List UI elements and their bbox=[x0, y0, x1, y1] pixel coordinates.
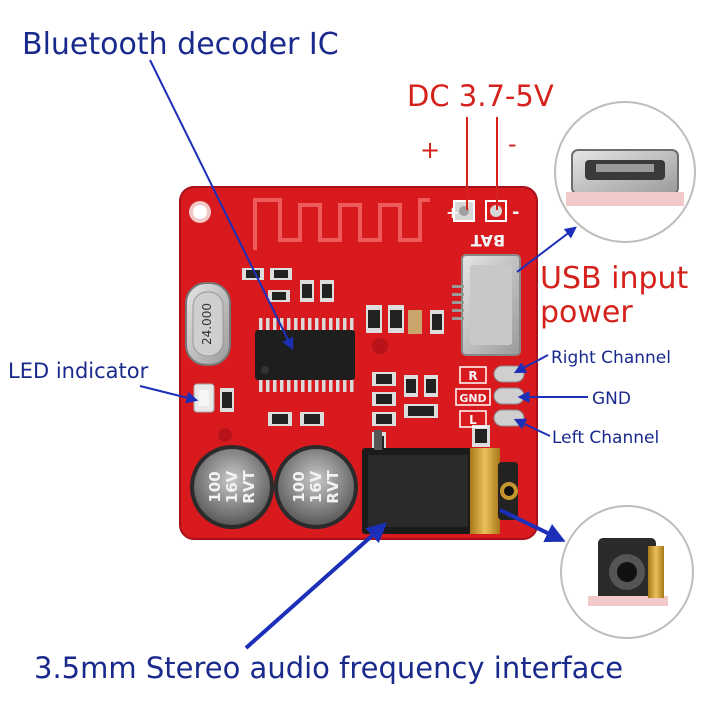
usb-pin bbox=[452, 285, 464, 288]
arrow-jack bbox=[244, 522, 387, 650]
pin-gnd-silk: GND bbox=[459, 392, 486, 405]
ic-pin bbox=[266, 378, 270, 392]
ic-pin bbox=[280, 378, 284, 392]
cap2-line3: RVT bbox=[324, 470, 342, 504]
usb-pin bbox=[452, 317, 464, 320]
label-jack: 3.5mm Stereo audio frequency interface bbox=[34, 651, 623, 685]
ic-pin bbox=[273, 318, 277, 332]
capacitor-2: 100 16V RVT bbox=[274, 445, 358, 529]
label-decoder-ic: Bluetooth decoder IC bbox=[22, 27, 339, 62]
ic-pin bbox=[294, 378, 298, 392]
crystal-oscillator: 24.000 bbox=[185, 282, 231, 366]
capacitor-1: 100 16V RVT bbox=[190, 445, 274, 529]
usb-pin bbox=[452, 309, 464, 312]
ic-pin bbox=[329, 378, 333, 392]
label-dc-voltage: DC 3.7-5V bbox=[407, 79, 554, 113]
ic-pin bbox=[315, 318, 319, 332]
annotation-arrows bbox=[139, 59, 588, 650]
label-right-channel: Right Channel bbox=[551, 348, 671, 368]
ic-pin bbox=[294, 318, 298, 332]
led-indicator bbox=[193, 383, 215, 413]
ic-pin bbox=[315, 378, 319, 392]
ic-pin bbox=[301, 318, 305, 332]
audio-jack bbox=[362, 430, 518, 534]
usb-zoom-inset bbox=[554, 101, 696, 243]
cap1-line3: RVT bbox=[240, 470, 258, 504]
ic-pin bbox=[336, 378, 340, 392]
usb-pin bbox=[452, 293, 464, 296]
cap1-line2: 16V bbox=[223, 470, 241, 503]
arrow-led bbox=[139, 385, 199, 404]
bat-minus-silk: - bbox=[512, 202, 519, 223]
ic-pin bbox=[273, 378, 277, 392]
ic-pin bbox=[259, 378, 263, 392]
label-gnd: GND bbox=[592, 389, 631, 409]
label-usb-line2: power bbox=[540, 295, 633, 330]
ic-pin bbox=[343, 318, 347, 332]
decoder-ic-chip bbox=[255, 318, 355, 392]
label-left-channel: Left Channel bbox=[552, 428, 659, 448]
bat-plus-silk: + bbox=[446, 203, 459, 222]
ic-pin bbox=[350, 378, 354, 392]
cap2-line2: 16V bbox=[307, 470, 325, 503]
cap1-line1: 100 bbox=[206, 471, 224, 502]
label-minus: - bbox=[508, 130, 517, 158]
ic-pin bbox=[308, 378, 312, 392]
ic-pin bbox=[287, 378, 291, 392]
ic-pin bbox=[308, 318, 312, 332]
ic-pin bbox=[287, 318, 291, 332]
arrow-right-channel bbox=[513, 354, 549, 374]
arrow-jack-zoom bbox=[499, 508, 566, 543]
pin-l-silk: L bbox=[469, 413, 477, 427]
jack-zoom-inset bbox=[560, 505, 694, 639]
label-usb-line1: USB input bbox=[540, 261, 689, 296]
arrow-usb-zoom bbox=[516, 226, 577, 273]
ic-pin bbox=[336, 318, 340, 332]
label-plus: + bbox=[420, 136, 440, 164]
cap2-line1: 100 bbox=[290, 471, 308, 502]
crystal-label: 24.000 bbox=[200, 303, 214, 345]
micro-usb-connector bbox=[452, 254, 521, 356]
usb-pin bbox=[452, 301, 464, 304]
label-led: LED indicator bbox=[8, 359, 149, 383]
ic-pin bbox=[266, 318, 270, 332]
ic-pin bbox=[343, 378, 347, 392]
dc-leader-lines bbox=[466, 117, 498, 210]
ic-pin bbox=[259, 318, 263, 332]
pcb-board: + - BAT 24.000 bbox=[179, 186, 538, 540]
ic-pin bbox=[322, 318, 326, 332]
antenna-trace bbox=[253, 198, 430, 250]
bat-silk: BAT bbox=[471, 231, 505, 250]
ic-pin bbox=[322, 378, 326, 392]
smd-components bbox=[218, 268, 490, 454]
ic-pin bbox=[329, 318, 333, 332]
arrow-left-channel bbox=[513, 418, 551, 437]
ic-pin bbox=[350, 318, 354, 332]
arrow-decoder-ic bbox=[149, 59, 294, 351]
pin-r-silk: R bbox=[468, 369, 477, 383]
ic-pin bbox=[301, 378, 305, 392]
